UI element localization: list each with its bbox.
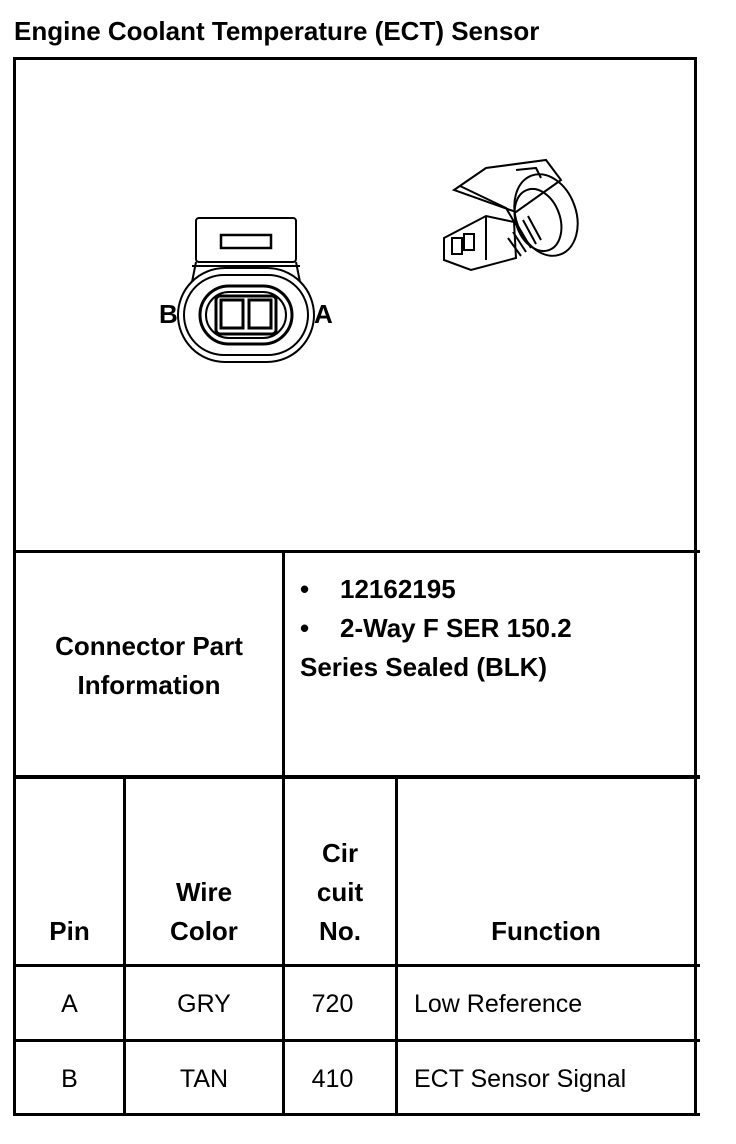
part-description-line1: 2-Way F SER 150.2 (340, 613, 572, 643)
row-a-circuit: 720 (311, 990, 354, 1018)
row-b-wire-color: TAN (179, 1065, 229, 1093)
divider-circuit-column (395, 779, 398, 1115)
connector-isometric-view (443, 158, 579, 272)
connector-part-label: Connector Part Information (16, 556, 282, 776)
divider-pin-column (123, 779, 126, 1115)
connector-part-details: • 12162195 • 2-Way F SER 150.2 Series Se… (300, 570, 572, 687)
row-b-function: ECT Sensor Signal (414, 1065, 627, 1093)
divider-row-a-bottom (13, 1039, 700, 1042)
page-title: Engine Coolant Temperature (ECT) Sensor (14, 16, 540, 46)
divider-color-column (282, 779, 285, 1115)
connector-part-label-line1: Connector Part (55, 631, 243, 661)
row-a-pin: A (61, 990, 78, 1018)
divider-cpi-column (282, 553, 285, 777)
row-b-pin: B (61, 1065, 78, 1093)
part-description-line2: Series Sealed (BLK) (300, 652, 548, 682)
header-function: Function (491, 916, 601, 946)
header-wire-color: Wire Color (170, 877, 238, 946)
connector-illustration: B A (16, 60, 694, 550)
description-line: • 2-Way F SER 150.2 (300, 609, 572, 648)
pin-b-label: B (159, 299, 178, 329)
divider-header-bottom (13, 964, 700, 967)
divider-cpi-bottom (13, 775, 700, 779)
bullet-icon: • (300, 574, 310, 604)
connector-face-view: B A (159, 158, 579, 363)
row-a-wire-color: GRY (177, 990, 231, 1018)
row-b-circuit: 410 (311, 1065, 354, 1093)
divider-row-b-bottom (13, 1113, 700, 1116)
header-pin: Pin (49, 916, 90, 946)
part-number-line: • 12162195 (300, 570, 572, 609)
header-circuit-number: Cir cuit No. (316, 838, 364, 946)
part-number: 12162195 (340, 574, 456, 604)
connector-table-frame (13, 57, 697, 1115)
pin-a-label: A (314, 299, 333, 329)
row-a-function: Low Reference (414, 990, 583, 1018)
bullet-icon: • (300, 613, 310, 643)
divider-image-bottom (13, 550, 700, 553)
connector-part-label-line2: Information (77, 670, 221, 700)
